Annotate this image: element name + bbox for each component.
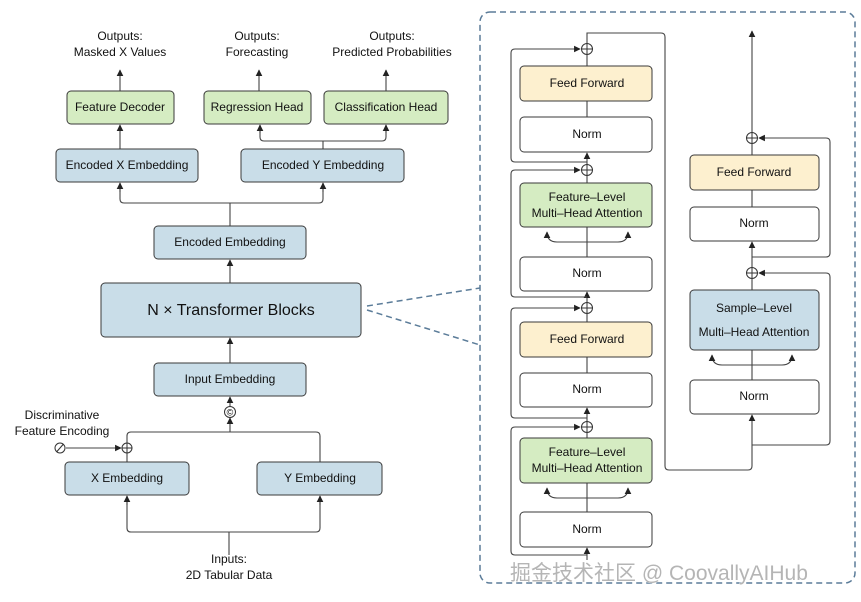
output-forecasting: Outputs: Forecasting — [226, 29, 289, 59]
feature-attention-box-1: Feature–Level Multi–Head Attention — [519, 182, 653, 228]
norm-box-1: Norm — [519, 116, 653, 153]
block-connectors — [510, 30, 831, 560]
svg-text:Norm: Norm — [572, 127, 601, 141]
svg-text:Forecasting: Forecasting — [226, 45, 289, 59]
svg-text:Outputs:: Outputs: — [369, 29, 414, 43]
svg-text:Feed Forward: Feed Forward — [717, 165, 792, 179]
y-embedding-box: Y Embedding — [256, 461, 383, 496]
feed-forward-box-1: Feed Forward — [519, 65, 653, 102]
svg-text:Norm: Norm — [572, 382, 601, 396]
norm-box-6: Norm — [689, 379, 820, 415]
classification-head-box: Classification Head — [323, 90, 449, 125]
feed-forward-box-3: Feed Forward — [689, 154, 820, 191]
svg-text:Feed Forward: Feed Forward — [550, 332, 625, 346]
svg-text:Norm: Norm — [572, 522, 601, 536]
svg-text:Multi–Head Attention: Multi–Head Attention — [532, 461, 643, 475]
svg-text:Discriminative: Discriminative — [25, 408, 100, 422]
svg-text:Norm: Norm — [739, 216, 768, 230]
svg-text:Inputs:: Inputs: — [211, 552, 247, 566]
svg-text:Feature Encoding: Feature Encoding — [15, 424, 110, 438]
feature-attention-box-2: Feature–Level Multi–Head Attention — [519, 437, 653, 484]
watermark: 掘金技术社区 @ CoovallyAIHub — [510, 562, 808, 585]
svg-text:Encoded X Embedding: Encoded X Embedding — [66, 158, 189, 172]
arrows-top — [116, 69, 390, 363]
add-icon — [746, 267, 758, 279]
svg-text:Multi–Head Attention: Multi–Head Attention — [699, 325, 810, 339]
output-masked-x: Outputs: Masked X Values — [74, 29, 167, 59]
svg-text:X Embedding: X Embedding — [91, 471, 163, 485]
svg-text:Masked X Values: Masked X Values — [74, 45, 167, 59]
svg-text:Classification Head: Classification Head — [335, 100, 438, 114]
norm-box-4: Norm — [519, 511, 653, 548]
x-embedding-box: X Embedding — [64, 461, 190, 496]
svg-text:Norm: Norm — [572, 266, 601, 280]
zoom-callout — [366, 11, 856, 584]
svg-text:Feature–Level: Feature–Level — [549, 190, 626, 204]
encoded-y-embedding-box: Encoded Y Embedding — [240, 148, 405, 183]
feed-forward-box-2: Feed Forward — [519, 321, 653, 358]
add-icon — [581, 164, 593, 176]
svg-text:Feed Forward: Feed Forward — [550, 76, 625, 90]
svg-text:N × Transformer Blocks: N × Transformer Blocks — [147, 302, 315, 319]
inputs-label: Inputs: 2D Tabular Data — [186, 552, 273, 582]
sample-attention-box: Sample–Level Multi–Head Attention — [689, 289, 820, 351]
input-embedding-box: Input Embedding — [153, 362, 307, 397]
svg-text:Predicted Probabilities: Predicted Probabilities — [332, 45, 451, 59]
encoded-x-embedding-box: Encoded X Embedding — [55, 148, 199, 183]
add-nodes — [581, 43, 758, 433]
svg-text:Outputs:: Outputs: — [97, 29, 142, 43]
svg-text:Input Embedding: Input Embedding — [185, 372, 276, 386]
transformer-blocks-box: N × Transformer Blocks — [100, 282, 362, 338]
svg-text:Outputs:: Outputs: — [234, 29, 279, 43]
add-icon — [746, 132, 758, 144]
svg-text:Encoded Embedding: Encoded Embedding — [174, 235, 285, 249]
svg-text:Norm: Norm — [739, 389, 768, 403]
input-connectors — [123, 495, 324, 555]
norm-box-2: Norm — [519, 256, 653, 292]
svg-text:Y Embedding: Y Embedding — [284, 471, 356, 485]
concat-connectors: © — [54, 396, 321, 462]
svg-text:Sample–Level: Sample–Level — [716, 301, 792, 315]
add-icon — [581, 421, 593, 433]
feature-decoder-box: Feature Decoder — [66, 90, 175, 125]
encoded-embedding-box: Encoded Embedding — [153, 225, 307, 260]
add-icon — [122, 443, 132, 453]
norm-box-3: Norm — [519, 372, 653, 408]
discriminative-feature-encoding-label: Discriminative Feature Encoding — [15, 408, 110, 438]
add-icon — [581, 43, 593, 55]
add-icon — [581, 302, 593, 314]
svg-text:Regression Head: Regression Head — [211, 100, 304, 114]
svg-text:Feature–Level: Feature–Level — [549, 445, 626, 459]
regression-head-box: Regression Head — [203, 90, 312, 125]
norm-box-5: Norm — [689, 206, 820, 242]
svg-text:Multi–Head Attention: Multi–Head Attention — [532, 206, 643, 220]
svg-text:Feature Decoder: Feature Decoder — [75, 100, 165, 114]
concat-icon: © — [227, 408, 234, 418]
svg-text:2D Tabular Data: 2D Tabular Data — [186, 568, 273, 582]
svg-text:Encoded Y Embedding: Encoded Y Embedding — [262, 158, 384, 172]
output-probabilities: Outputs: Predicted Probabilities — [332, 29, 451, 59]
